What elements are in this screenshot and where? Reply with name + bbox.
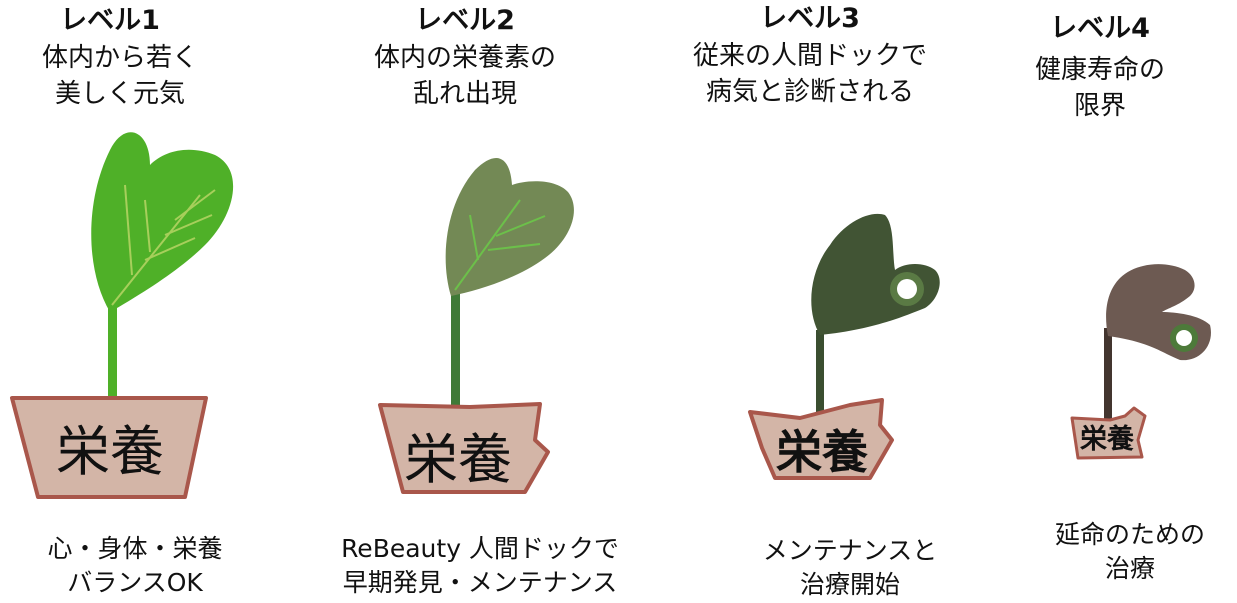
- leaf-veins: [454, 199, 546, 291]
- level-1-title: レベル1: [60, 5, 160, 36]
- level-2-description: 体内の栄養素の 乱れ出現: [355, 40, 575, 112]
- plant-stem: [1104, 328, 1112, 422]
- level-4-description: 健康寿命の 限界: [1000, 52, 1200, 124]
- plant-level-3: 栄養: [748, 213, 940, 480]
- level-1-note-line2: バランスOK: [67, 568, 203, 597]
- level-1-description-line2: 美しく元気: [54, 79, 185, 109]
- plant-leaf: [445, 158, 574, 296]
- pot-label: 栄養: [1079, 423, 1135, 455]
- plant-level-4: 栄養: [1070, 264, 1211, 460]
- plant-leaf: [811, 213, 940, 335]
- level-1-description-line1: 体内から若く: [41, 43, 198, 73]
- level-3-note-line1: メンテナンスと: [762, 536, 938, 565]
- level-2-note-line2: 早期発見・メンテナンス: [342, 568, 618, 597]
- plant-stem: [451, 292, 460, 407]
- level-1-note: 心・身体・栄養 バランスOK: [25, 532, 245, 600]
- level-1-note-line1: 心・身体・栄養: [47, 534, 223, 563]
- level-4-note: 延命のための 治療: [1030, 518, 1230, 586]
- level-3-note: メンテナンスと 治療開始: [740, 534, 960, 602]
- plant-stem: [816, 330, 824, 425]
- level-2-note: ReBeauty 人間ドックで 早期発見・メンテナンス: [315, 532, 645, 600]
- pot-label: 栄養: [56, 420, 164, 483]
- level-2-note-line1: ReBeauty 人間ドックで: [341, 534, 619, 563]
- pot-label: 栄養: [776, 425, 868, 479]
- pot: [748, 398, 894, 480]
- level-4-description-line1: 健康寿命の: [1034, 55, 1165, 85]
- level-2-description-line2: 乱れ出現: [412, 79, 517, 109]
- pot: [378, 402, 550, 494]
- level-2-title: レベル2: [415, 5, 515, 36]
- plant-level-1: 栄養: [10, 132, 234, 499]
- level-4-title: レベル4: [1050, 13, 1150, 44]
- level-4-note-line1: 延命のための: [1054, 520, 1205, 549]
- level-1-description: 体内から若く 美しく元気: [20, 40, 220, 112]
- level-2-description-line1: 体内の栄養素の: [373, 43, 556, 73]
- pot-label: 栄養: [404, 428, 512, 491]
- leaf-veins: [111, 184, 216, 306]
- level-3-description: 従来の人間ドックで 病気と診断される: [660, 38, 960, 110]
- level-4-description-line2: 限界: [1073, 91, 1126, 121]
- disease-spot-center: [1176, 330, 1192, 346]
- level-4-note-line2: 治療: [1104, 554, 1155, 583]
- level-3-description-line1: 従来の人間ドックで: [692, 41, 927, 71]
- pot: [10, 396, 208, 499]
- level-3-title: レベル3: [760, 3, 860, 34]
- pot: [1070, 406, 1147, 460]
- plant-level-2: 栄養: [378, 158, 574, 494]
- level-3-description-line2: 病気と診断される: [705, 77, 914, 107]
- plant-leaf: [91, 132, 234, 312]
- disease-spot-center: [897, 279, 917, 299]
- plant-stem: [108, 300, 117, 400]
- level-3-note-line2: 治療開始: [799, 570, 900, 599]
